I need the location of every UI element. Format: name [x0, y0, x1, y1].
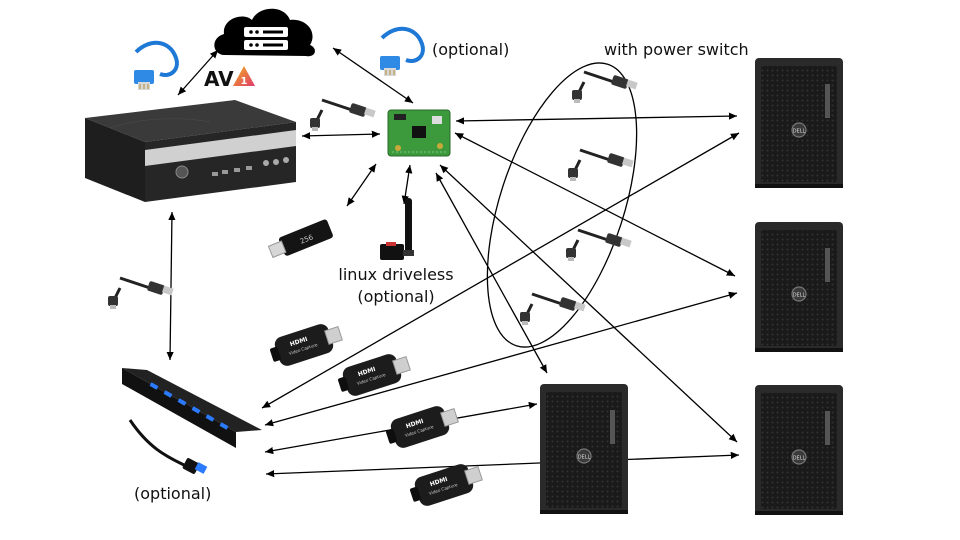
- cloud-server-icon: [214, 8, 315, 57]
- pcb-board-icon: [387, 109, 451, 157]
- optional-ethernet-label: (optional): [432, 40, 510, 59]
- tower-pc-top-right-icon: [754, 57, 844, 189]
- arrow-cloud-microcontroller: [332, 47, 414, 104]
- svg-text:1: 1: [241, 76, 248, 87]
- usb-hub-icon: [122, 368, 262, 474]
- tower-pc-bottom-right-icon: [754, 384, 844, 516]
- tower-pc-bottom-center-icon: [539, 383, 629, 515]
- arrow-hub-tower2: [264, 291, 738, 427]
- power-switch-label: with power switch: [604, 40, 749, 59]
- power-usb-cable-2-icon: [566, 148, 636, 183]
- hdmi-capture-card-1-icon: [266, 318, 346, 371]
- hdmi-capture-card-3-icon: [382, 400, 462, 453]
- power-usb-cable-4-icon: [518, 292, 588, 327]
- wifi-dongle-label-line1: linux driveless: [338, 265, 454, 284]
- arrow-minipc-microcontroller: [301, 130, 381, 140]
- hub-optional-label: (optional): [134, 484, 212, 503]
- usb-cable-hub-icon: [106, 276, 176, 311]
- power-switch-ellipse: [486, 62, 638, 348]
- wifi-dongle-label-line2: (optional): [357, 287, 435, 306]
- svg-text:AV: AV: [204, 67, 234, 91]
- arrow-hub-tower3: [265, 451, 740, 478]
- arrow-microcontroller-usbstick: [346, 163, 377, 207]
- ethernet-cable-icon: [132, 40, 179, 92]
- av1-logo: AV 1: [204, 66, 255, 91]
- arrow-mcu-tower1: [455, 112, 738, 125]
- tower-pc-middle-right-icon: [754, 221, 844, 353]
- wifi-dongle-icon: [380, 198, 414, 260]
- arrow-minipc-cloud: [177, 49, 219, 96]
- usb-stick-icon: 256: [267, 219, 333, 259]
- usb-cable-icon: [308, 98, 378, 133]
- arrow-minipc-hub: [166, 211, 176, 361]
- power-usb-cable-3-icon: [564, 228, 634, 263]
- hdmi-capture-card-2-icon: [334, 348, 414, 401]
- ethernet-cable-optional-icon: [378, 26, 425, 78]
- power-usb-cable-1-icon: [570, 70, 640, 105]
- mini-pc-icon: [85, 100, 296, 202]
